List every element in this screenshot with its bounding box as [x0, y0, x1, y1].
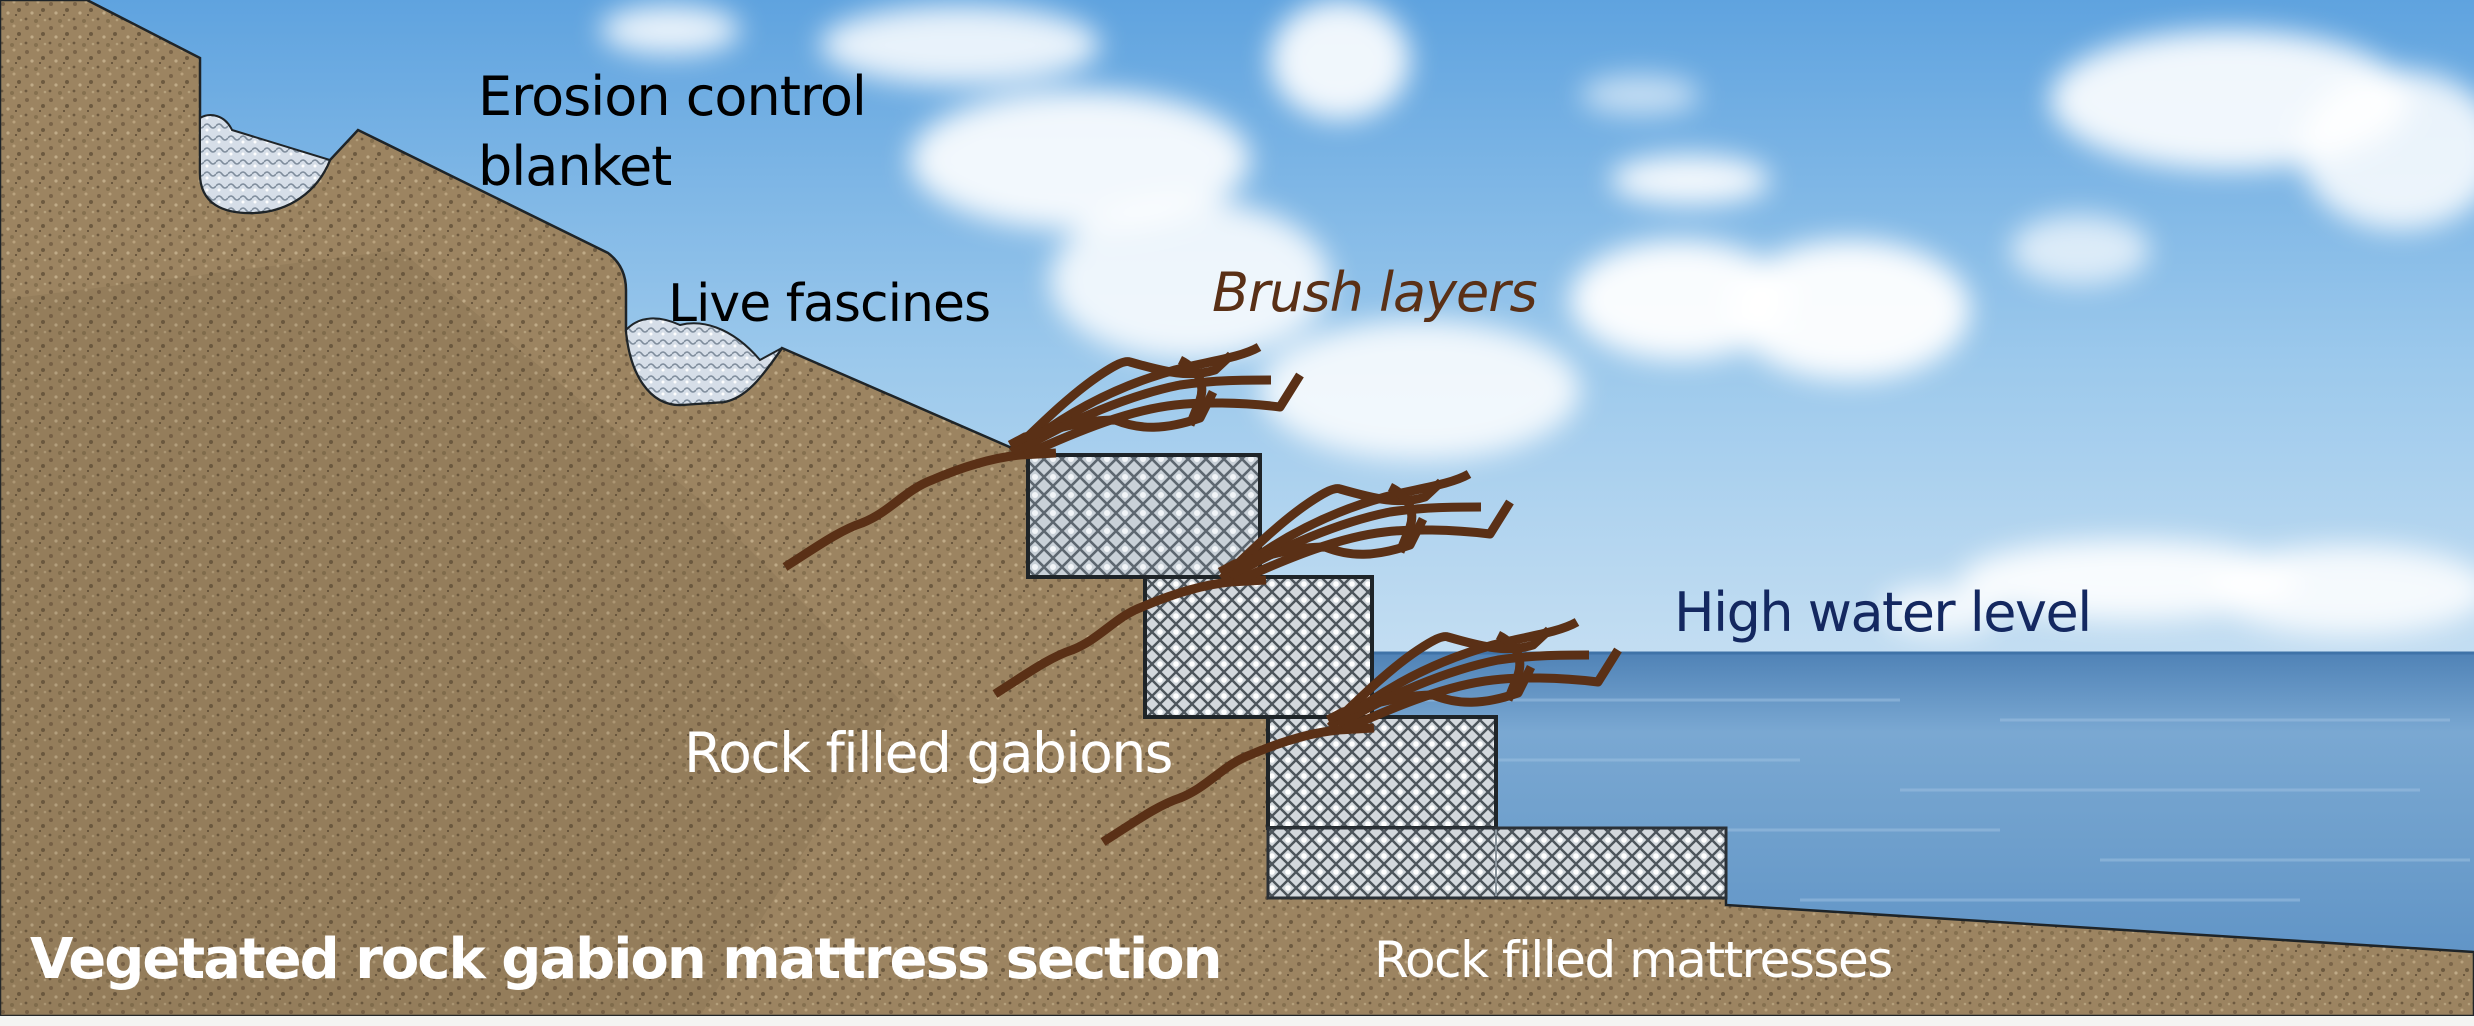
gabion-2 [1143, 575, 1374, 719]
brush-root-stem [782, 448, 1057, 571]
brush-branch-lower [1341, 647, 1622, 735]
label-high-water-level: High water level [1674, 581, 2092, 644]
brush-branch-lower [1023, 372, 1304, 460]
brush-branch-top [1019, 343, 1262, 452]
brush-branch-top [1229, 470, 1472, 579]
label-erosion-line1: Erosion control [478, 65, 867, 128]
soil-shading [0, 250, 900, 1016]
gabion-1 [1026, 453, 1262, 579]
brush-layer-3 [1100, 618, 1622, 846]
erosion-control-blanket [199, 114, 332, 215]
brush-layer-1 [782, 343, 1304, 571]
brush-branch-loop [1007, 389, 1218, 449]
brush-branch-upper [1326, 626, 1553, 731]
bottom-border [0, 1016, 2474, 1026]
brush-layer-2 [992, 470, 1514, 698]
label-rock-filled-gabions: Rock filled gabions [684, 721, 1173, 785]
label-erosion-line2: blanket [478, 135, 672, 198]
brush-branch-cross [1387, 482, 1417, 554]
brush-branch-lower [1233, 499, 1514, 587]
label-rock-filled-mattresses: Rock filled mattresses [1374, 931, 1893, 989]
brush-branch-loop [1325, 664, 1536, 724]
brush-branch-cross [1495, 630, 1525, 702]
brush-branch-upper [1218, 478, 1445, 583]
live-fascine [624, 317, 783, 407]
label-erosion-control-blanket: Erosion control blanket [478, 62, 867, 202]
label-live-fascines: Live fascines [668, 274, 991, 334]
brush-branch-loop [1217, 516, 1428, 576]
label-brush-layers: Brush layers [1212, 261, 1538, 324]
brush-root-stem [992, 575, 1267, 698]
brush-root-stem [1100, 723, 1375, 846]
brush-branch-upper [1008, 351, 1235, 456]
clouds [600, 0, 2474, 635]
figure-title: Vegetated rock gabion mattress section [30, 927, 1222, 992]
water-ripples [1400, 698, 2470, 902]
brush-branch-cross [1177, 355, 1207, 427]
brush-branch-top [1337, 618, 1580, 727]
